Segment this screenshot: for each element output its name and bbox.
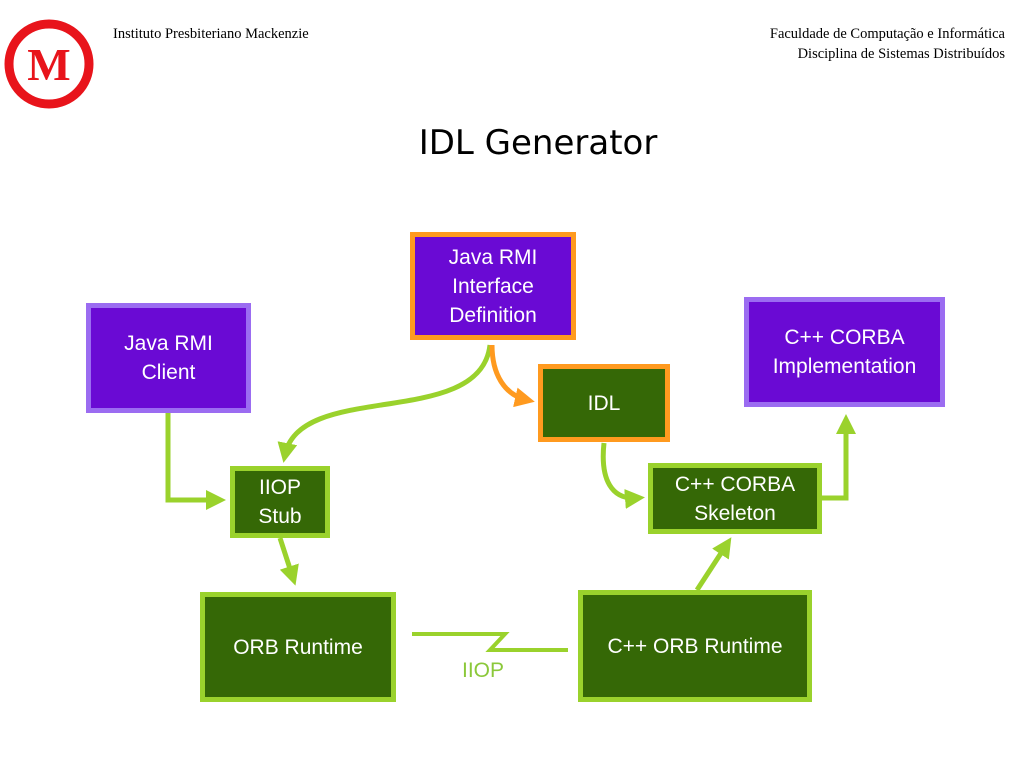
iiop-connector [412,632,568,652]
node-cpp-corba-skeleton: C++ CORBA Skeleton [648,463,822,534]
node-java-rmi-client: Java RMI Client [86,303,251,413]
arrow-client-to-stub [165,412,226,510]
arrow-stub-to-orb [277,537,299,586]
node-java-rmi-interface-definition: Java RMI Interface Definition [410,232,576,340]
node-label: IDL [587,391,621,415]
node-label: Java RMI Interface Definition [448,245,538,327]
node-orb-runtime: ORB Runtime [200,592,396,702]
node-cpp-orb-runtime: C++ ORB Runtime [578,590,812,702]
institution-name: Instituto Presbiteriano Mackenzie [113,26,309,42]
arrow-interface-to-idl [489,344,535,408]
node-label: C++ CORBA Implementation [772,326,917,378]
slide-title: IDL Generator [418,123,658,163]
iiop-label: IIOP [462,659,505,682]
node-label: ORB Runtime [233,635,363,659]
mackenzie-logo: M [4,19,94,109]
node-label: IIOP Stub [258,476,302,528]
course-name: Disciplina de Sistemas Distribuídos [797,46,1005,62]
node-idl: IDL [538,364,670,442]
node-iiop-stub: IIOP Stub [230,466,330,538]
faculty-name: Faculdade de Computação e Informática [769,26,1005,42]
arrow-idl-to-skeleton [600,442,645,509]
arrow-interface-to-stub [277,344,493,463]
logo-letter: M [27,39,70,90]
node-label: Java RMI Client [124,332,213,384]
arrow-skeleton-to-impl [822,414,856,501]
node-label: C++ CORBA Skeleton [674,472,796,525]
arrow-cpporb-to-skeleton [694,537,732,592]
node-cpp-corba-implementation: C++ CORBA Implementation [744,297,945,407]
node-label: C++ ORB Runtime [607,634,783,658]
